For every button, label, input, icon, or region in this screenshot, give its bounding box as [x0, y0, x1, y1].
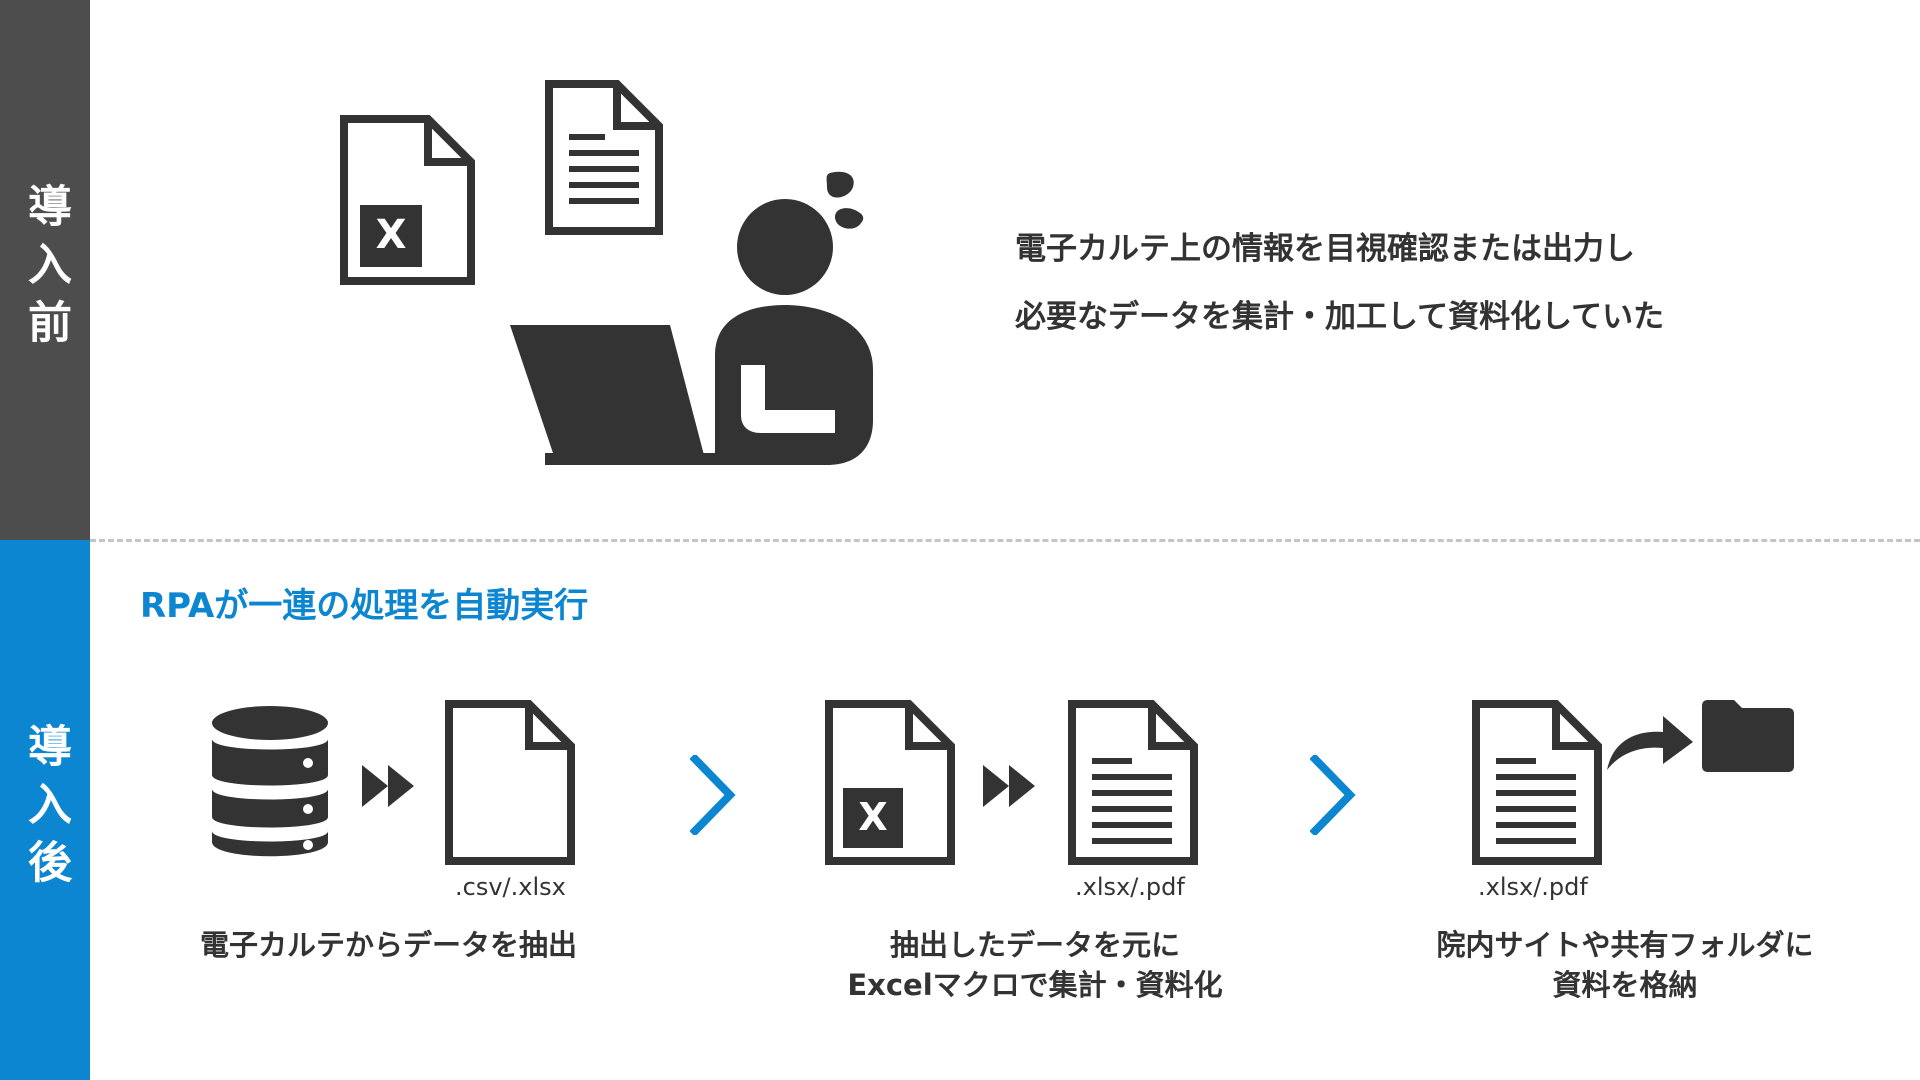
- chevron-right-icon: [690, 755, 736, 835]
- section-divider: [90, 539, 1920, 542]
- step-caption: 電子カルテからデータを抽出: [200, 925, 578, 965]
- step-caption-line: 抽出したデータを元に: [889, 928, 1180, 962]
- file-extension-label: .xlsx/.pdf: [1075, 873, 1185, 901]
- file-extension-label: .xlsx/.pdf: [1478, 873, 1588, 901]
- step-caption: 抽出したデータを元に Excelマクロで集計・資料化: [815, 925, 1255, 1005]
- person-at-laptop-icon: [510, 171, 873, 465]
- excel-letter: X: [858, 795, 887, 839]
- file-extension-label: .csv/.xlsx: [455, 873, 566, 901]
- excel-file-icon: X: [340, 115, 475, 285]
- step-caption-line: 資料を格納: [1552, 968, 1698, 1002]
- after-section-label: 導入後: [20, 723, 71, 897]
- excel-file-icon: X: [825, 700, 955, 865]
- before-section-band: 導入前: [0, 0, 90, 540]
- double-arrow-icon: [983, 765, 1035, 807]
- folder-icon: [1702, 700, 1794, 772]
- step-caption-line: Excelマクロで集計・資料化: [847, 968, 1223, 1002]
- rpa-title: RPAが一連の処理を自動実行: [140, 586, 589, 626]
- excel-letter: X: [376, 212, 407, 258]
- chevron-right-icon: [1310, 755, 1356, 835]
- before-description-line: 電子カルテ上の情報を目視確認または出力し: [1015, 231, 1635, 267]
- share-arrow-icon: [1607, 716, 1693, 770]
- step-caption-line: 電子カルテからデータを抽出: [200, 928, 578, 962]
- document-icon: [1068, 700, 1198, 865]
- double-arrow-icon: [362, 765, 414, 807]
- document-icon: [545, 80, 663, 235]
- document-icon: [1472, 700, 1602, 865]
- step-caption: 院内サイトや共有フォルダに 資料を格納: [1430, 925, 1820, 1005]
- step-caption-line: 院内サイトや共有フォルダに: [1436, 928, 1814, 962]
- before-section-label: 導入前: [20, 183, 71, 357]
- before-description: 電子カルテ上の情報を目視確認または出力し 必要なデータを集計・加工して資料化して…: [1015, 215, 1795, 351]
- blank-file-icon: [445, 700, 575, 865]
- database-icon: [212, 706, 328, 857]
- before-description-line: 必要なデータを集計・加工して資料化していた: [1015, 299, 1665, 335]
- after-section-band: 導入後: [0, 540, 90, 1080]
